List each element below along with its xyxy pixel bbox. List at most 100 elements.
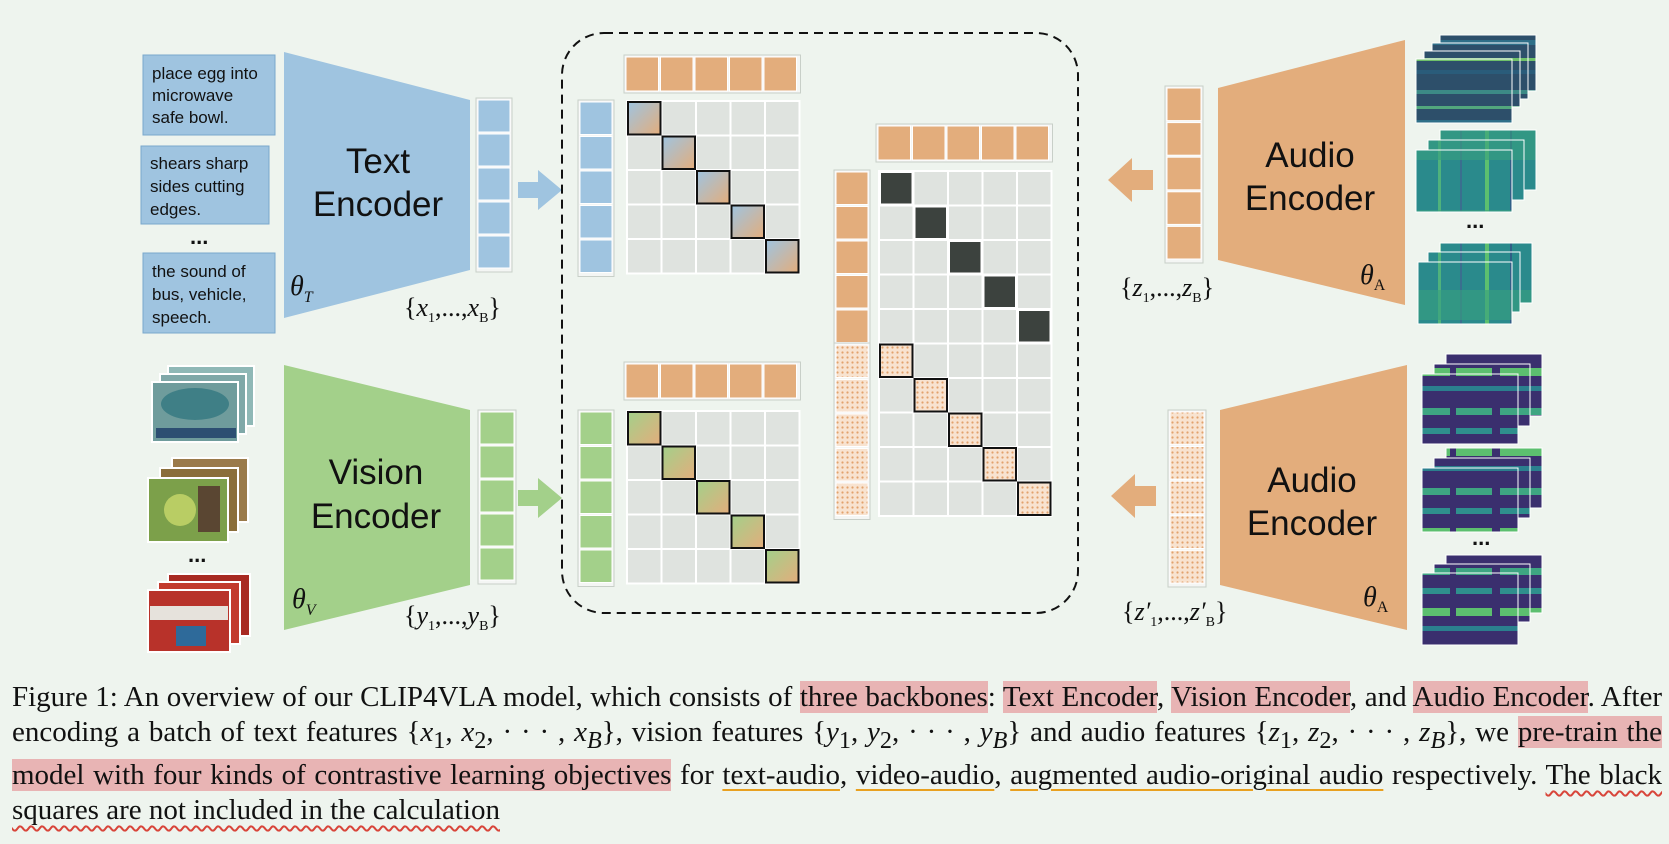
- similarity-cell: [947, 170, 984, 207]
- caption-text: Figure 1: An overview of our CLIP4VLA mo…: [12, 681, 800, 713]
- math-sub: B: [1430, 726, 1446, 754]
- similarity-cell: [764, 100, 801, 137]
- similarity-cell: [878, 273, 915, 310]
- vision-col-va-cell: [579, 549, 613, 583]
- text-col-ta-cell: [579, 170, 613, 204]
- similarity-cell: [947, 342, 984, 379]
- underline-text-audio: text-audio: [722, 758, 840, 791]
- audio-row-va: [623, 361, 801, 401]
- math-var: y: [979, 716, 993, 748]
- similarity-cell: [695, 410, 732, 447]
- audio-col-aa: [833, 169, 871, 347]
- caption-line: sides cutting: [150, 177, 245, 196]
- text-features-cell: [477, 167, 511, 201]
- similarity-cell: [729, 410, 766, 447]
- similarity-cell: [947, 480, 984, 517]
- similarity-cell: [764, 410, 801, 447]
- math-var: x: [461, 716, 475, 748]
- similarity-cell: [729, 238, 766, 275]
- caption-line: shears sharp: [150, 154, 248, 173]
- underline-augmented-audio: augmented audio-original audio: [1010, 758, 1384, 791]
- text-audio-matrix: [626, 100, 801, 275]
- similarity-cell: [695, 134, 732, 171]
- excluded-black-square: [879, 171, 914, 206]
- similarity-cell: [912, 411, 949, 448]
- caption-text: }, vision features {: [601, 716, 826, 748]
- text-encoder-label: Text: [346, 142, 410, 181]
- spectrogram-stack-4: [1421, 353, 1543, 445]
- similarity-cell: [729, 479, 766, 516]
- audio-row-aa-cell: [981, 125, 1015, 161]
- highlight-audio-encoder: Audio Encoder: [1412, 681, 1588, 713]
- set-x: {x1,...,xB}: [404, 293, 501, 326]
- aug-audio-features-cell: [1169, 515, 1205, 549]
- figure-caption: Figure 1: An overview of our CLIP4VLA mo…: [12, 680, 1662, 828]
- similarity-cell: [729, 100, 766, 137]
- audio-row-aa-cell: [1015, 125, 1049, 161]
- set-zprime-label: {z′1,...,z′B}: [1122, 597, 1227, 630]
- vision-features-cell: [479, 547, 515, 581]
- similarity-cell: [947, 273, 984, 310]
- math-var: x: [420, 716, 434, 748]
- caption-line: the sound of: [152, 262, 246, 281]
- audio-col-aa-cell: [835, 206, 869, 240]
- caption-text: for: [671, 758, 723, 791]
- text-encoder-label: Encoder: [313, 185, 444, 224]
- theta-t: θT: [290, 271, 314, 306]
- caption-line: speech.: [152, 308, 212, 327]
- similarity-cell: [878, 308, 915, 345]
- similarity-cell: [626, 479, 663, 516]
- caption-text: ,: [445, 716, 462, 748]
- math-var: z: [1268, 716, 1280, 748]
- audio-encoder-label: Encoder: [1247, 504, 1378, 543]
- similarity-cell: [912, 239, 949, 276]
- math-var: x: [574, 716, 587, 748]
- similarity-cell: [660, 479, 697, 516]
- positive-pair-cell: [765, 549, 800, 584]
- similarity-cell: [981, 342, 1018, 379]
- similarity-cell: [764, 169, 801, 206]
- math-sub: B: [992, 726, 1008, 754]
- caption-text: , · · · ,: [1331, 716, 1420, 748]
- set-zprime: {z′1,...,z′B}: [1122, 597, 1227, 630]
- math-sub: 2: [1319, 726, 1332, 754]
- positive-pair-cell: [730, 204, 765, 239]
- contrastive-region: [561, 32, 1079, 614]
- text-col-ta-cell: [579, 239, 613, 273]
- similarity-cell: [878, 204, 915, 241]
- underline-video-audio: video-audio: [855, 758, 995, 791]
- similarity-cell: [878, 446, 915, 483]
- similarity-cell: [660, 203, 697, 240]
- spectrogram-ellipsis: ...: [1466, 208, 1484, 233]
- aug-audio-col-aa-cell: [835, 379, 869, 413]
- spectrogram-stack-6: [1421, 554, 1543, 646]
- aug-audio-col-aa-cell: [835, 448, 869, 482]
- similarity-cell: [626, 238, 663, 275]
- audio-encoder-top: Audio Encoder θA: [1218, 40, 1405, 305]
- similarity-cell: [878, 377, 915, 414]
- similarity-cell: [626, 513, 663, 550]
- text-feature-column: [475, 97, 513, 273]
- arrow-vision-to-matrix: [518, 478, 562, 518]
- similarity-cell: [947, 377, 984, 414]
- audio-features-cell: [1166, 225, 1202, 260]
- similarity-cell: [660, 169, 697, 206]
- positive-pair-cell: [879, 343, 914, 378]
- math-var: z: [1308, 716, 1320, 748]
- positive-pair-cell: [765, 239, 800, 274]
- video-frames-3: [147, 573, 251, 653]
- vision-features: [477, 409, 517, 585]
- positive-pair-cell: [696, 170, 731, 205]
- similarity-cell: [626, 548, 663, 585]
- excluded-black-square: [948, 240, 983, 275]
- text-features-cell: [477, 201, 511, 235]
- similarity-cell: [981, 239, 1018, 276]
- audio-row-ta-cell: [729, 56, 763, 92]
- aug-audio-col-aa-cell: [835, 482, 869, 516]
- similarity-cell: [1016, 377, 1053, 414]
- arrow-audio-bottom: [1111, 474, 1156, 518]
- caption-line: bus, vehicle,: [152, 285, 247, 304]
- similarity-cell: [695, 203, 732, 240]
- similarity-cell: [729, 134, 766, 171]
- aug-audio-col-aa-cell: [835, 413, 869, 447]
